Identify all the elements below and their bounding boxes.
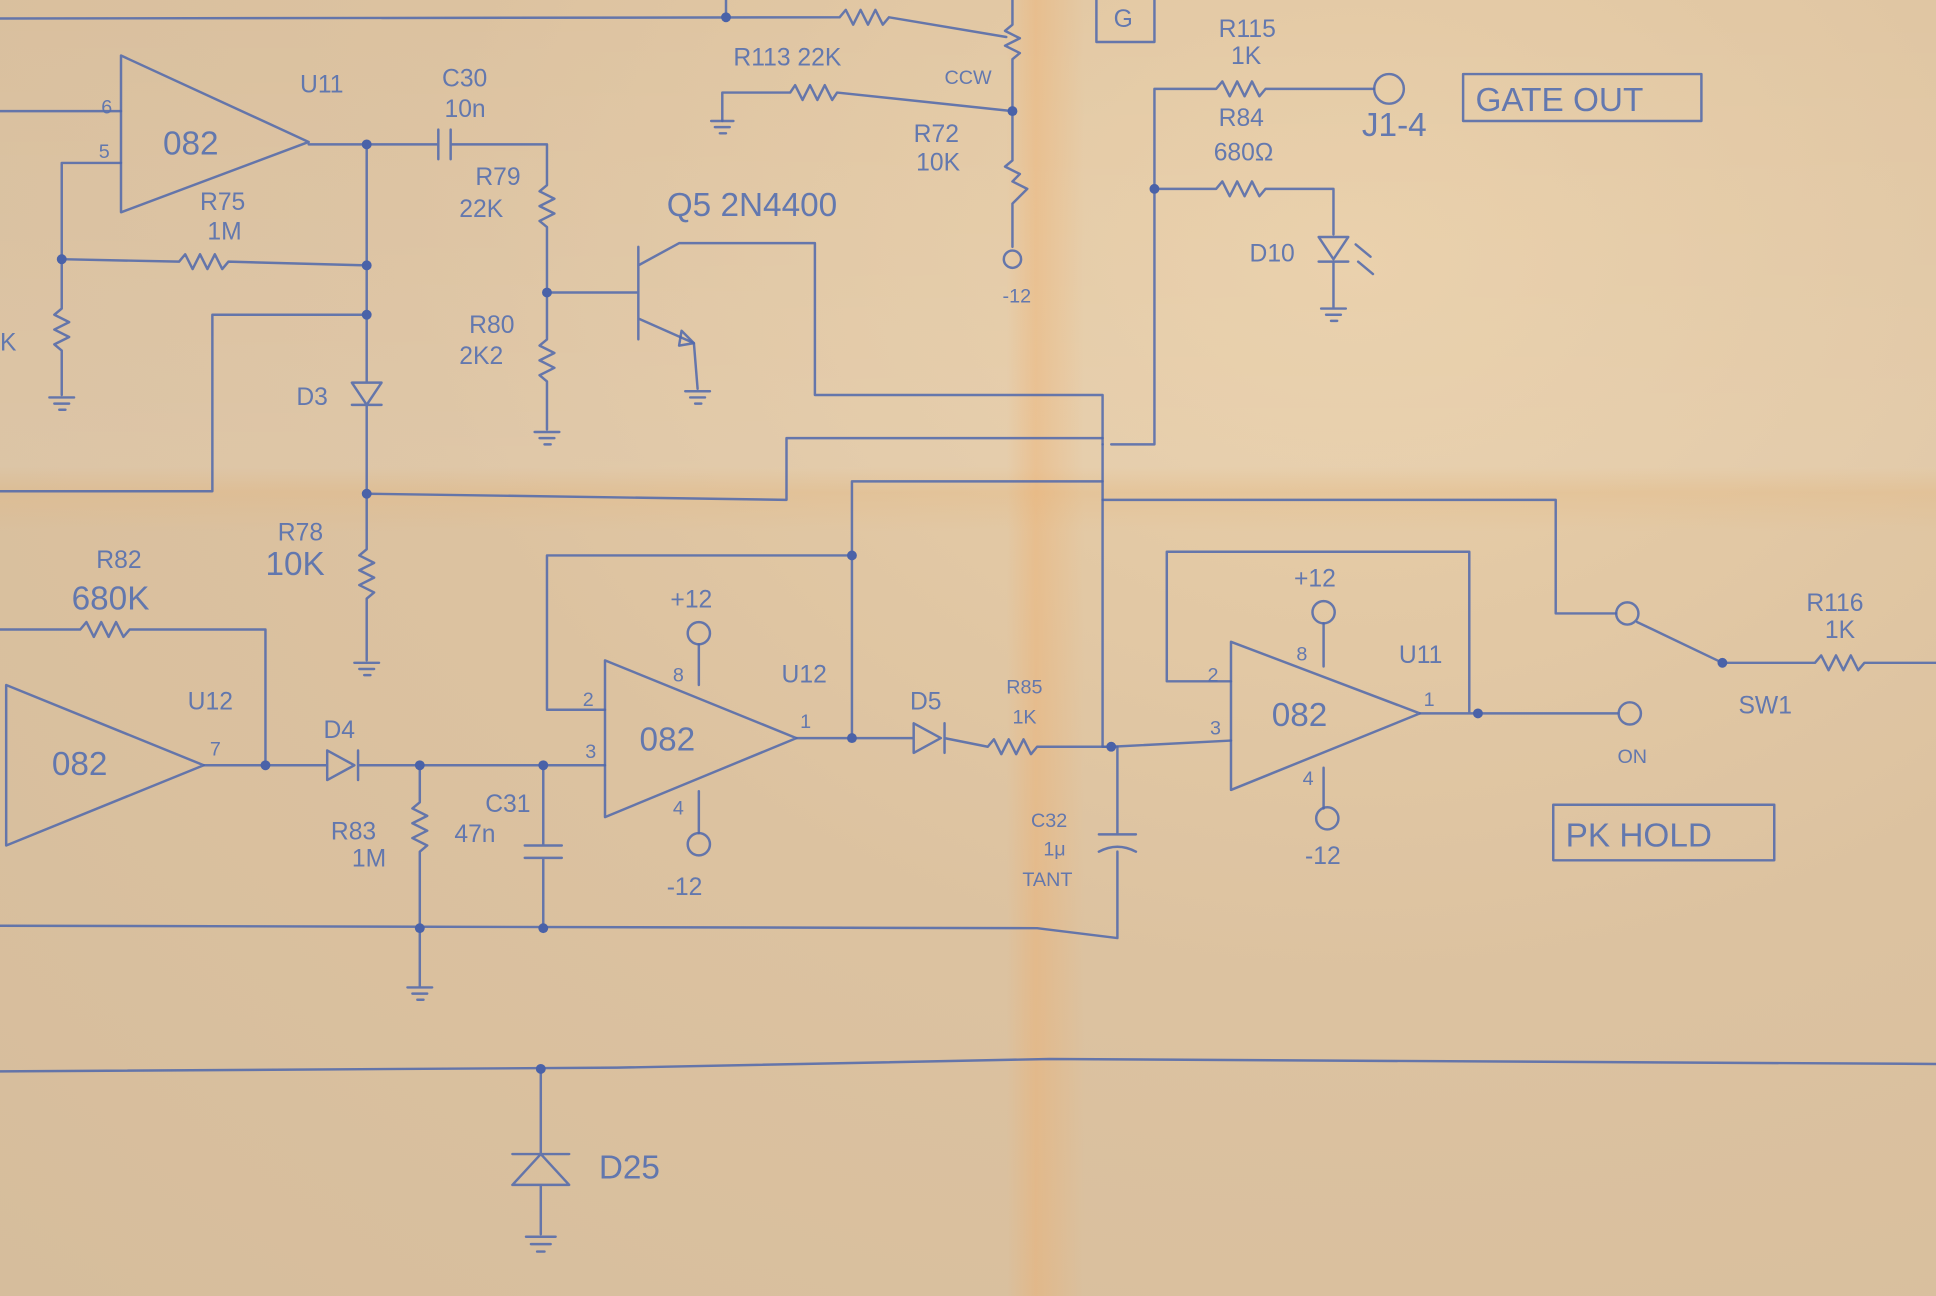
label-r85: R85 [1006, 677, 1042, 699]
u11-bottom-circuit [1101, 498, 1936, 862]
junction [414, 923, 425, 934]
label-sw1: SW1 [1738, 692, 1791, 719]
junction [535, 1063, 546, 1074]
label-c32: C32 [1031, 810, 1067, 832]
label-d10: D10 [1250, 241, 1295, 268]
pin-label: 1 [1424, 689, 1435, 711]
label-c31-value: 47n [454, 821, 495, 848]
label-r75-value: 1M [207, 218, 241, 245]
pin-label: 8 [1296, 643, 1307, 665]
label-r115-value: 1K [1231, 43, 1262, 70]
junction [847, 550, 857, 561]
label-r83: R83 [331, 818, 376, 845]
u12-left-circuit [0, 443, 1138, 1002]
label-r115: R115 [1219, 16, 1276, 43]
label-c32-value: 1μ [1043, 838, 1065, 860]
label-u12-left: U12 [188, 689, 233, 716]
pin-label: 7 [210, 738, 221, 760]
junction [56, 254, 67, 265]
label-minus12: -12 [1305, 843, 1341, 870]
label-d4: D4 [323, 717, 355, 744]
wires-top [0, 0, 1029, 270]
pin-label: 1 [800, 711, 811, 733]
label-u11-top: U11 [300, 72, 343, 99]
pin-label: 3 [1210, 717, 1221, 739]
label-r75: R75 [200, 189, 245, 216]
label-u11-bottom-type: 082 [1272, 697, 1328, 734]
pin-label: 8 [673, 664, 684, 686]
junction [414, 760, 425, 771]
label-r72-value: 10K [916, 149, 960, 176]
label-r79: R79 [475, 164, 520, 191]
junction [361, 309, 372, 320]
label-r116-value: 1K [1825, 617, 1856, 644]
junction [1149, 183, 1160, 194]
junction [361, 488, 372, 499]
label-d3: D3 [296, 384, 328, 411]
g-box [1095, 0, 1156, 44]
label-d25: D25 [599, 1150, 660, 1187]
label-supply: -12 [1003, 285, 1032, 307]
label-u12-mid: U12 [782, 662, 827, 689]
u12-mid-circuit [545, 554, 1233, 857]
junction [542, 287, 552, 298]
junction [847, 733, 857, 744]
junction [361, 260, 372, 271]
label-u12-mid-type: 082 [640, 721, 696, 758]
pin-label: 4 [1303, 768, 1314, 790]
label-r84-value: 680Ω [1214, 139, 1274, 166]
label-pk-hold: PK HOLD [1566, 818, 1712, 855]
label-u11-top-type: 082 [163, 125, 219, 162]
label-r79-value: 22K [459, 196, 503, 223]
junction [361, 139, 372, 150]
junction [1717, 657, 1728, 668]
junction [1472, 708, 1483, 719]
junction [1007, 106, 1018, 117]
label-r113: R113 22K [733, 44, 841, 71]
pin-label: 6 [101, 97, 112, 119]
label-j1-4: J1-4 [1362, 107, 1427, 144]
labels: U11 082 6 5 C30 10n R113 22K CCW R72 10K… [0, 6, 1864, 1187]
label-plus12: +12 [670, 586, 712, 613]
label-r84: R84 [1219, 105, 1264, 132]
label-c31: C31 [485, 791, 530, 818]
gate-out-circuit [1109, 72, 1703, 446]
pin-label: 4 [673, 798, 684, 820]
label-c30: C30 [442, 65, 487, 92]
junction [721, 12, 731, 23]
d25-circuit [0, 1057, 1936, 1253]
label-r82-value: 680K [72, 581, 150, 618]
label-q5: Q5 2N4400 [667, 187, 837, 224]
label-ccw: CCW [945, 67, 993, 89]
label-r116: R116 [1806, 590, 1863, 617]
junction [538, 760, 549, 771]
label-r78-value: 10K [265, 546, 324, 583]
label-r83-value: 1M [352, 845, 386, 872]
label-c30-value: 10n [444, 96, 485, 123]
junction [260, 760, 271, 771]
label-r85-value: 1K [1012, 706, 1036, 728]
pin-label: 2 [583, 689, 594, 711]
label-r80-value: 2K2 [459, 343, 503, 370]
label-r76-value: K [0, 330, 17, 357]
label-r72: R72 [914, 121, 959, 148]
label-minus12: -12 [667, 874, 703, 901]
label-c32-type: TANT [1022, 869, 1072, 891]
label-r80: R80 [469, 312, 514, 339]
pin-label: 3 [585, 741, 596, 763]
label-r82: R82 [96, 547, 141, 574]
label-d5: D5 [910, 689, 942, 716]
label-g: G [1114, 6, 1133, 33]
label-u11-bottom: U11 [1399, 642, 1442, 669]
label-u12-left-type: 082 [52, 746, 108, 783]
pin-label: 2 [1208, 664, 1219, 686]
label-r78: R78 [278, 520, 323, 547]
junction [538, 923, 549, 934]
junction [1106, 741, 1117, 752]
label-gate-out: GATE OUT [1475, 82, 1643, 119]
pin-label: 5 [99, 141, 110, 163]
label-plus12: +12 [1294, 565, 1336, 592]
label-on: ON [1617, 746, 1647, 768]
